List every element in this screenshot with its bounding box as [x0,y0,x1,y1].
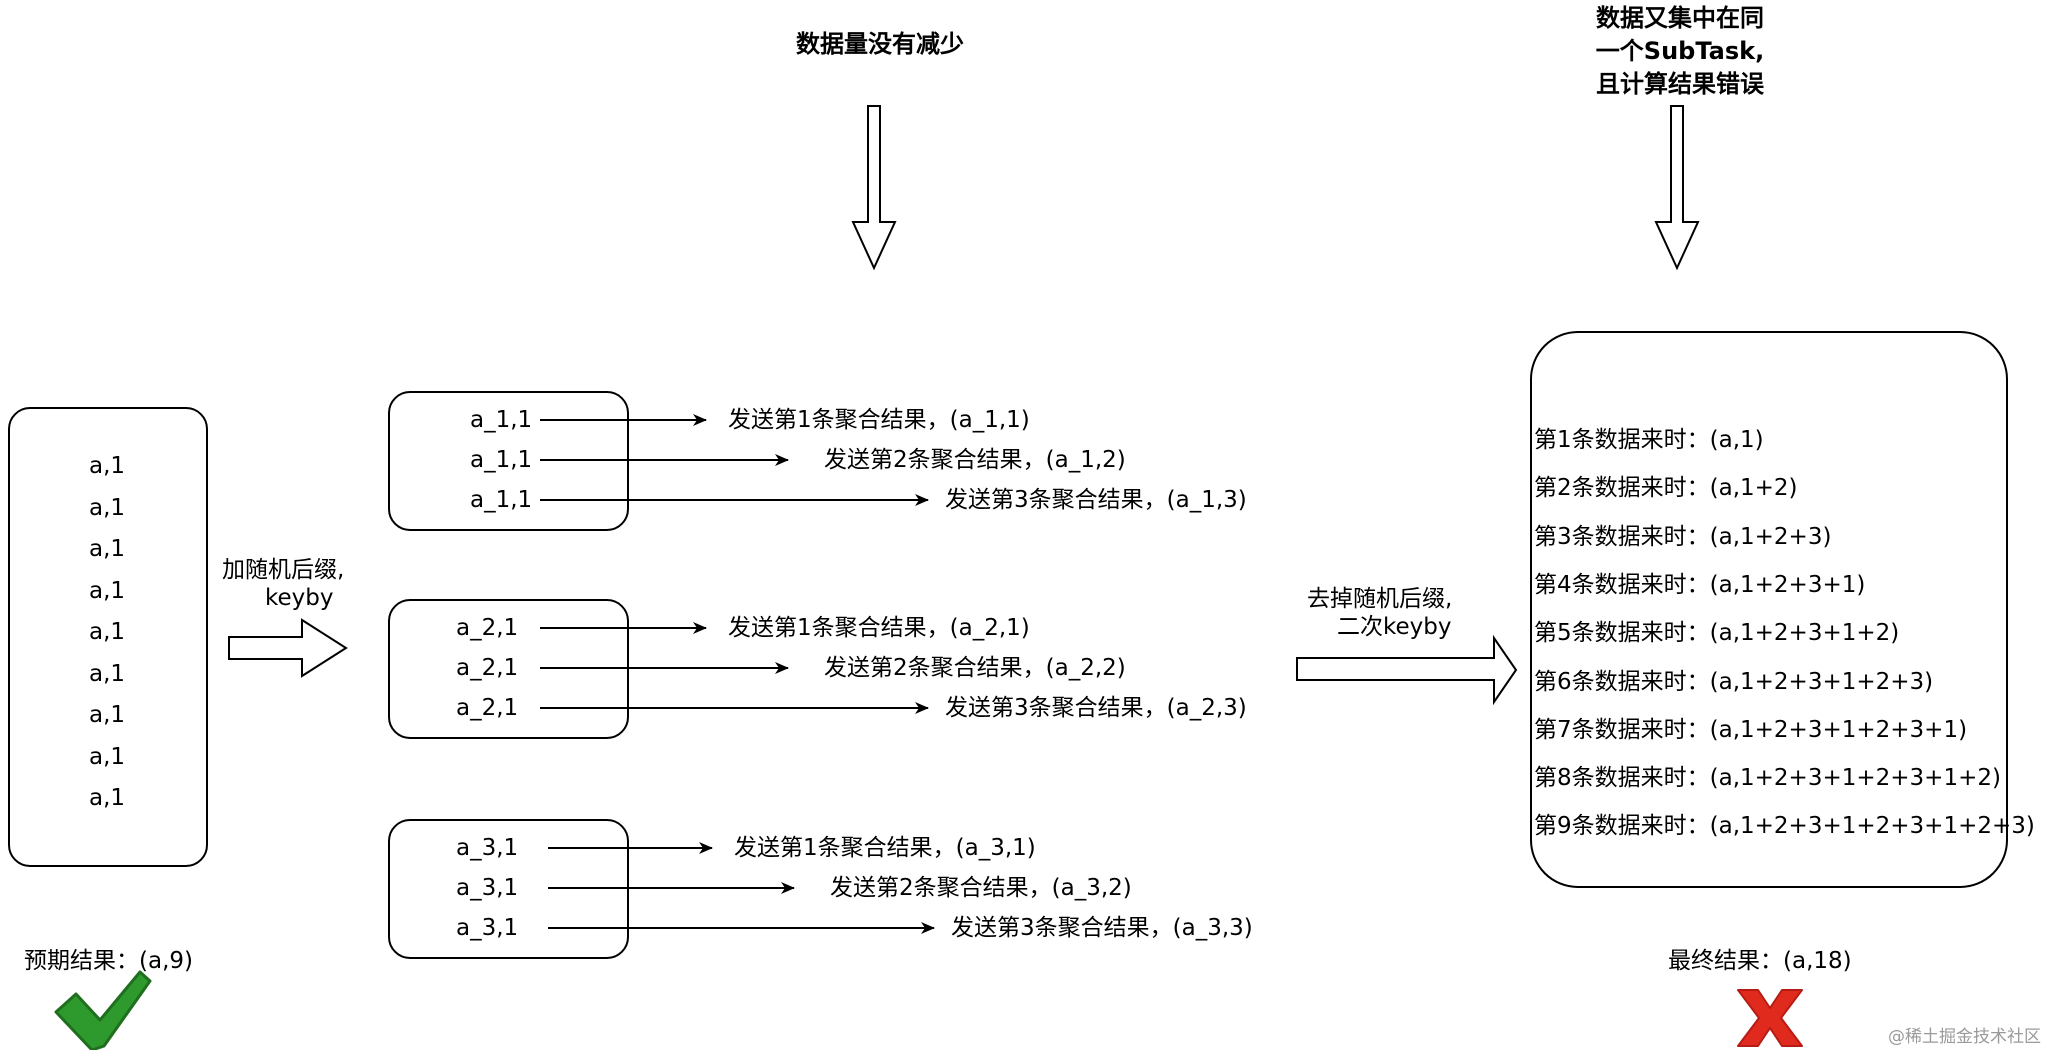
subtask-record: a_1,1 [470,407,533,433]
subtask-record: a_3,1 [456,915,519,941]
note-data-skewed: 数据又集中在同 一个SubTask, 且计算结果错误 [1560,2,1800,101]
source-record-item: a,1 [89,536,126,562]
check-mark-icon [54,970,152,1050]
subtask-record: a_1,1 [470,487,533,513]
final-row: 第9条数据来时：(a,1+2+3+1+2+3+1+2+3) [1534,813,2035,840]
hollow-arrow-second-keyby [1296,634,1518,706]
final-row: 第6条数据来时：(a,1+2+3+1+2+3) [1534,668,1934,695]
source-record-item: a,1 [89,619,126,645]
source-record-item: a,1 [89,702,126,728]
final-aggregation-box [1530,331,2008,888]
step-add-random-suffix-label: 加随机后缀, keyby [222,556,344,612]
subtask-record: a_3,1 [456,835,519,861]
note-line: 数据又集中在同 [1596,4,1764,32]
aggregation-result-text: 发送第1条聚合结果，(a_1,1) [728,407,1030,433]
hollow-arrow-down-right [1654,105,1700,271]
source-record-item: a,1 [89,785,126,811]
hollow-arrow-keyby [228,618,348,678]
final-result-label: 最终结果：(a,18) [1668,948,1852,974]
aggregation-result-text: 发送第3条聚合结果，(a_3,3) [951,915,1253,941]
expected-result-label: 预期结果：(a,9) [24,948,193,974]
subtask-box-3 [388,819,629,959]
source-records-box [8,407,208,867]
source-record-item: a,1 [89,453,126,479]
final-row: 第5条数据来时：(a,1+2+3+1+2) [1534,620,1900,647]
source-record-item: a,1 [89,660,126,687]
final-row: 第1条数据来时：(a,1) [1534,427,1764,453]
source-record-item: a,1 [89,743,126,770]
subtask-record: a_2,1 [456,615,519,641]
aggregation-result-text: 发送第1条聚合结果，(a_3,1) [734,835,1036,861]
note-data-not-reduced: 数据量没有减少 [796,30,964,58]
final-row: 第4条数据来时：(a,1+2+3+1) [1534,571,1866,598]
aggregation-result-text: 发送第3条聚合结果，(a_2,3) [945,695,1247,721]
cross-mark-icon [1737,989,1803,1047]
subtask-record: a_1,1 [470,447,533,473]
subtask-record: a_2,1 [456,695,519,721]
step-label-line: 二次keyby [1337,614,1452,640]
watermark-text: @稀土掘金技术社区 [1888,1027,2041,1047]
subtask-record: a_3,1 [456,875,519,901]
source-record-item: a,1 [89,577,126,604]
aggregation-result-text: 发送第1条聚合结果，(a_2,1) [728,615,1030,641]
hollow-arrow-down-middle [851,105,897,271]
subtask-box-1 [388,391,629,531]
final-row: 第7条数据来时：(a,1+2+3+1+2+3+1) [1534,716,1968,743]
final-row: 第8条数据来时：(a,1+2+3+1+2+3+1+2) [1534,765,2001,792]
aggregation-result-text: 发送第2条聚合结果，(a_1,2) [824,447,1126,473]
subtask-record: a_2,1 [456,655,519,681]
step-remove-suffix-label: 去掉随机后缀, 二次keyby [1307,585,1452,641]
step-label-line: keyby [265,585,334,611]
final-row: 第2条数据来时：(a,1+2) [1534,475,1798,502]
aggregation-result-text: 发送第2条聚合结果，(a_3,2) [830,875,1132,901]
subtask-box-2 [388,599,629,739]
step-label-line: 加随机后缀, [222,557,345,583]
final-row: 第3条数据来时：(a,1+2+3) [1534,523,1832,550]
step-label-line: 去掉随机后缀, [1307,586,1453,612]
note-line: 一个SubTask, [1595,37,1765,65]
aggregation-result-text: 发送第3条聚合结果，(a_1,3) [945,487,1247,513]
aggregation-result-text: 发送第2条聚合结果，(a_2,2) [824,655,1126,681]
note-line: 且计算结果错误 [1596,70,1764,98]
source-record-item: a,1 [89,494,126,521]
